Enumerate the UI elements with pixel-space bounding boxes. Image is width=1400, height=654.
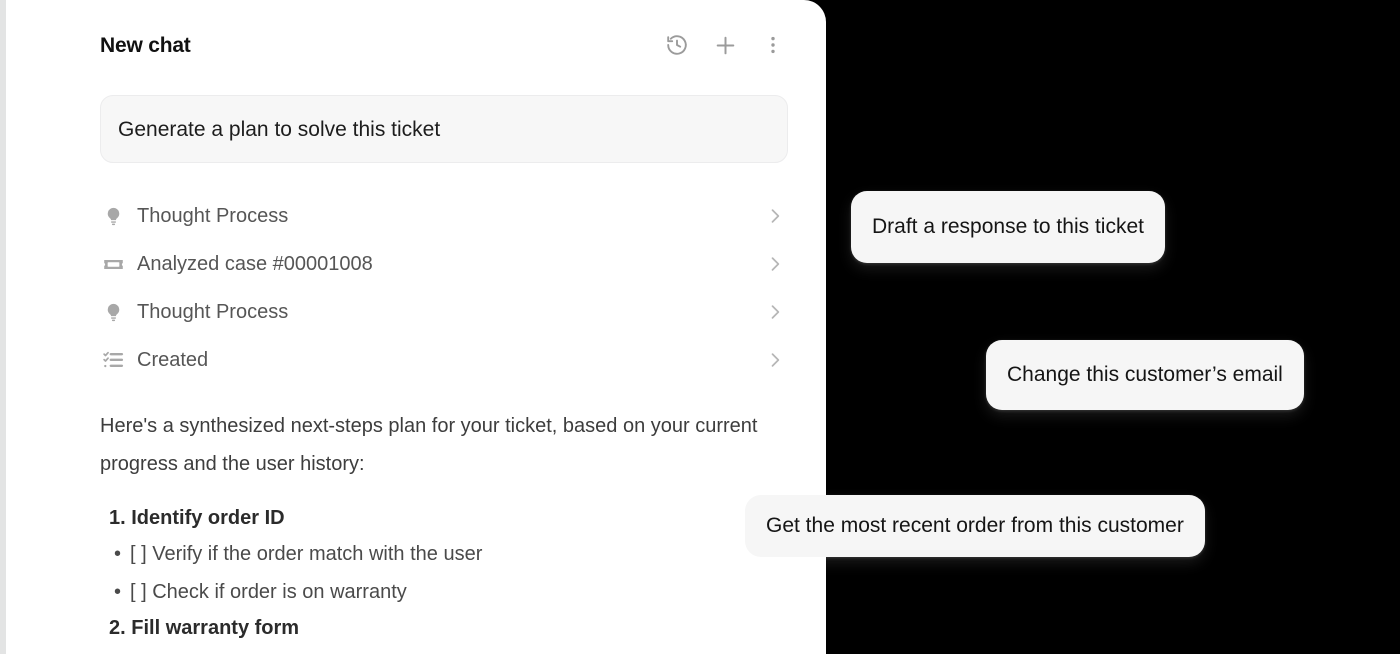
assistant-paragraph: Here's a synthesized next-steps plan for… [100,415,758,475]
chat-panel: New chat [6,0,826,654]
step-row-created[interactable]: Created [100,336,788,384]
more-options-icon[interactable] [760,32,786,58]
plan-subitem-text: [ ] Check if order is on warranty [130,581,407,603]
chevron-right-icon[interactable] [764,205,786,227]
plan-step-1: 1. Identify order ID [100,501,790,535]
plan-step-2: 2. Fill warranty form [100,611,790,645]
checklist-icon [100,347,126,373]
suggestion-chip-label: Draft a response to this ticket [872,215,1144,238]
plan-step-title: Fill warranty form [131,617,300,639]
suggestion-chip-change-email[interactable]: Change this customer’s email [986,340,1304,410]
chevron-right-icon[interactable] [764,253,786,275]
prompt-input[interactable]: Generate a plan to solve this ticket [100,95,788,163]
new-chat-icon[interactable] [712,32,738,58]
plan-list: 1. Identify order ID • [ ] Verify if the… [100,501,790,645]
suggestion-chip-label: Get the most recent order from this cust… [766,514,1184,537]
ticket-icon [100,251,126,277]
plan-subitem-text: [ ] Verify if the order match with the u… [130,543,483,565]
prompt-input-value: Generate a plan to solve this ticket [118,117,441,141]
step-label: Analyzed case #00001008 [137,253,373,275]
step-row-thought-process-1[interactable]: Thought Process [100,192,788,240]
suggestion-chip-draft-response[interactable]: Draft a response to this ticket [851,191,1165,263]
page-title: New chat [100,33,191,57]
left-gutter [0,0,6,654]
plan-subitem-1: • [ ] Verify if the order match with the… [100,535,790,573]
suggestion-chip-label: Change this customer’s email [1007,363,1283,386]
lightbulb-icon [100,203,126,229]
plan-step-number: 2. [109,617,126,639]
plan-step-number: 1. [109,507,126,529]
header-actions [664,32,786,58]
chevron-right-icon[interactable] [764,301,786,323]
lightbulb-icon [100,299,126,325]
step-label: Created [137,349,209,371]
bullet-icon: • [114,581,122,603]
bullet-icon: • [114,543,122,565]
steps-list: Thought Process Analyzed case #00001008 [100,192,788,384]
plan-step-title: Identify order ID [131,507,285,529]
step-row-thought-process-2[interactable]: Thought Process [100,288,788,336]
suggestion-chip-recent-order[interactable]: Get the most recent order from this cust… [745,495,1205,557]
step-label: Thought Process [137,301,289,323]
chevron-right-icon[interactable] [764,349,786,371]
history-icon[interactable] [664,32,690,58]
step-label: Thought Process [137,205,289,227]
step-row-analyzed-case[interactable]: Analyzed case #00001008 [100,240,788,288]
panel-header: New chat [6,0,826,90]
plan-subitem-2: • [ ] Check if order is on warranty [100,573,790,611]
